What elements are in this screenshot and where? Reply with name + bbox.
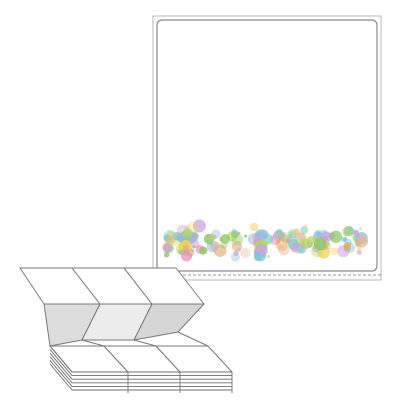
bokeh-dot xyxy=(325,242,330,247)
bokeh-dot xyxy=(240,248,251,258)
bokeh-dot xyxy=(212,241,221,249)
bokeh-dot xyxy=(297,232,306,241)
bokeh-dot xyxy=(231,228,237,234)
bokeh-dot xyxy=(249,222,259,232)
bokeh-dot xyxy=(183,228,193,238)
bokeh-dot xyxy=(281,232,287,237)
bokeh-dot xyxy=(276,228,283,235)
bokeh-dot xyxy=(220,234,231,244)
bokeh-dot xyxy=(192,219,206,233)
bokeh-dot xyxy=(191,249,195,253)
bokeh-dot xyxy=(191,233,198,239)
bokeh-dot xyxy=(356,235,369,248)
bokeh-dot xyxy=(278,244,290,256)
bokeh-dot xyxy=(162,242,173,253)
bokeh-dot xyxy=(210,234,216,240)
bokeh-dot xyxy=(168,240,175,247)
fanfold-stack xyxy=(19,267,233,393)
bokeh-dot xyxy=(179,234,183,238)
bokeh-dot xyxy=(164,252,170,258)
bokeh-dot xyxy=(199,246,208,255)
bokeh-dot xyxy=(163,229,177,243)
bokeh-dot xyxy=(211,229,221,239)
bokeh-dot xyxy=(329,230,343,243)
bokeh-dot xyxy=(313,237,327,251)
bokeh-dot xyxy=(237,247,242,252)
bokeh-dot xyxy=(267,254,271,258)
bokeh-dot xyxy=(244,234,248,238)
bokeh-dot xyxy=(275,239,288,252)
stack-page-edges xyxy=(49,345,233,393)
bokeh-dot xyxy=(237,231,241,235)
bokeh-dot-band xyxy=(162,219,369,262)
stack-page-edge xyxy=(49,360,232,387)
bokeh-dot xyxy=(341,236,347,243)
stack-page-edge xyxy=(49,352,232,380)
bokeh-dot xyxy=(165,230,178,244)
bokeh-dot xyxy=(300,226,309,234)
bokeh-dot xyxy=(164,240,168,244)
bokeh-dot xyxy=(163,234,172,243)
bokeh-dot xyxy=(330,247,339,256)
bokeh-dot xyxy=(180,250,193,262)
bokeh-dot xyxy=(231,230,239,239)
bokeh-dot xyxy=(256,229,268,241)
bokeh-dot xyxy=(191,239,200,249)
bokeh-dot xyxy=(317,242,325,250)
bokeh-dot xyxy=(233,250,239,257)
large-label xyxy=(152,15,382,281)
bokeh-dot xyxy=(342,226,353,237)
bokeh-dot xyxy=(292,228,300,236)
bokeh-dot xyxy=(209,241,214,246)
bokeh-dot xyxy=(358,226,363,231)
bokeh-dot xyxy=(300,238,312,249)
bokeh-dot xyxy=(290,243,300,253)
label-die-cut xyxy=(156,19,378,272)
bokeh-dot xyxy=(277,243,283,250)
bokeh-dot xyxy=(303,224,307,228)
bokeh-dot xyxy=(288,234,293,240)
bokeh-dot xyxy=(231,233,244,246)
stack-page-edge xyxy=(49,349,232,377)
bokeh-dot xyxy=(356,249,362,255)
bokeh-dot xyxy=(256,251,260,256)
stack-page-edge xyxy=(49,356,232,384)
bokeh-dot xyxy=(231,240,243,252)
bokeh-dot xyxy=(165,235,174,244)
bokeh-dot xyxy=(182,244,190,252)
bokeh-dot xyxy=(343,241,352,250)
stack-page-edge xyxy=(49,345,232,373)
stack-page-edge xyxy=(49,363,232,391)
bokeh-dot xyxy=(212,234,217,240)
bokeh-dot xyxy=(164,243,175,254)
